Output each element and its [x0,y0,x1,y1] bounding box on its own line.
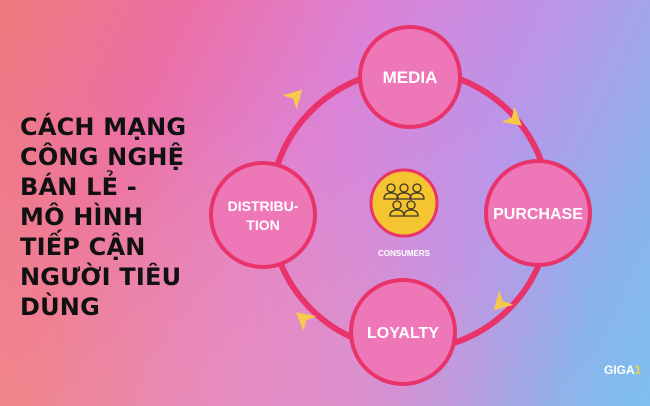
chevron-arrow-icon [501,106,522,126]
node-loyalty-label: LOYALTY [367,325,439,342]
node-loyalty: LOYALTY [349,278,457,386]
node-purchase: PURCHASE [484,159,592,267]
chevron-arrow-icon [282,89,303,110]
node-distribution-label-line2: TION [246,217,279,233]
brand-logo-suffix: 1 [634,363,642,377]
chevron-arrow-icon [296,312,317,332]
node-purchase-label: PURCHASE [493,206,583,223]
consumers-center: CONSUMERS [369,168,439,258]
consumers-circle [369,168,439,238]
brand-logo-prefix: GIGA [604,363,635,377]
brand-logo: GIGA1 [604,363,641,377]
node-distribution-label-line1: DISTRIBU- [228,198,299,214]
consumers-label: CONSUMERS [378,249,431,258]
node-media-label: MEDIA [383,68,438,87]
node-distribution: DISTRIBU- TION [209,161,317,269]
node-media: MEDIA [358,25,462,129]
people-group-icon [383,183,425,217]
headline: CÁCH MẠNG CÔNG NGHỆ BÁN LẺ - MÔ HÌNH TIẾ… [20,113,187,321]
chevron-arrow-icon [493,290,514,311]
